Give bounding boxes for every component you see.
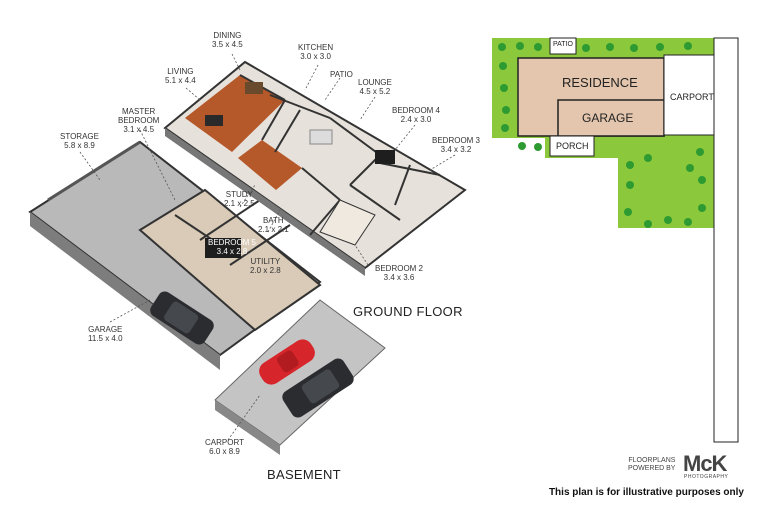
ground-floor-level	[163, 60, 467, 276]
mck-logo: McK	[683, 451, 727, 476]
site-trees	[498, 42, 706, 228]
site-porch	[549, 135, 595, 157]
storage-wall-front	[30, 212, 220, 370]
garage-car	[150, 291, 214, 345]
site-plan	[492, 37, 739, 443]
site-label-porch: PORCH	[556, 141, 589, 151]
bedroom4-dark-furniture	[375, 150, 395, 164]
carport-edge	[215, 400, 280, 455]
leader-lines	[79, 53, 456, 441]
carport-red-car	[259, 339, 315, 385]
disclaimer: This plan is for illustrative purposes o…	[548, 487, 744, 498]
basement-wall	[199, 199, 261, 241]
basement-rooms	[138, 188, 322, 332]
site-label-residence: RESIDENCE	[562, 75, 638, 90]
site-garage	[557, 99, 665, 137]
basement-level	[28, 140, 386, 455]
ground-floor-edge	[165, 128, 365, 276]
living-dining-floor	[185, 75, 285, 152]
dining-table	[245, 82, 263, 94]
mck-logo-sub: PHOTOGRAPHY	[684, 474, 729, 480]
carport-dark-suv	[282, 358, 354, 418]
basement-wall	[229, 224, 291, 266]
site-label-garage: GARAGE	[582, 111, 634, 125]
site-carport	[663, 54, 715, 136]
lounge-sofa	[309, 129, 333, 145]
bedroom2-floor	[319, 199, 376, 246]
living-sofa	[205, 115, 223, 126]
level-label-ground-floor: GROUND FLOOR	[353, 304, 463, 319]
ground-walls	[239, 74, 441, 236]
site-driveway	[713, 37, 739, 443]
site-label-patio: PATIO	[553, 41, 573, 48]
carport-slab	[214, 299, 386, 446]
room-label-patio: PATIO	[330, 70, 353, 79]
hall-floor	[238, 140, 302, 190]
bedroom5-highlight	[205, 238, 241, 258]
site-patio	[549, 37, 577, 55]
site-label-carport: CARPORT	[670, 92, 714, 102]
storage-wall-back	[47, 140, 141, 202]
level-label-basement: BASEMENT	[267, 467, 341, 482]
